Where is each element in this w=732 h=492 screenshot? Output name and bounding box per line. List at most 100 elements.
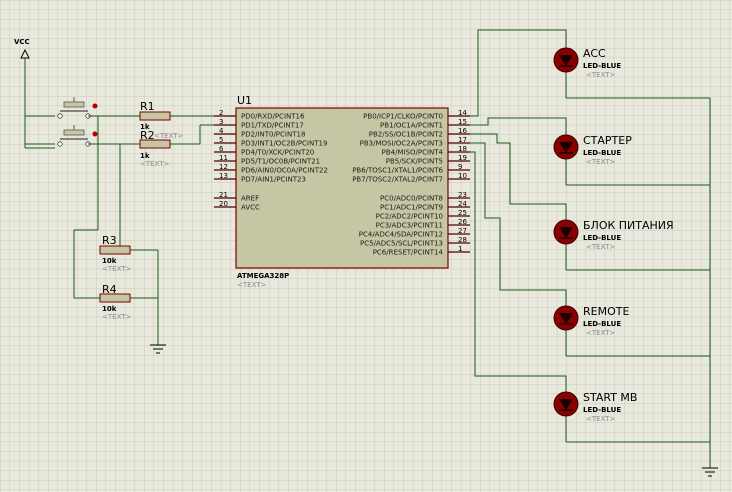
mcu-pin-number: 17 — [458, 136, 467, 144]
mcu-ref: U1 — [237, 94, 252, 107]
mcu-pin-number: 21 — [219, 191, 228, 199]
ground-symbol-left — [150, 344, 166, 354]
r3-ref: R3 — [102, 234, 117, 247]
resistor-r3[interactable]: R3 10k <TEXT> — [99, 234, 158, 273]
mcu-pin-name: PB1/OC1A/PCINT1 — [380, 122, 443, 130]
ground-symbol-right — [702, 467, 718, 477]
led-text: <TEXT> — [586, 243, 616, 251]
led-1[interactable]: ACC LED-BLUE<TEXT> — [553, 44, 710, 99]
led-diode-icon — [559, 399, 573, 410]
resistor-r4[interactable]: R4 10k <TEXT> — [99, 283, 158, 321]
r2-value: 1k — [140, 152, 150, 160]
led-diode-icon — [559, 313, 573, 324]
mcu-pin-name: PD4/T0/XCK/PCINT20 — [241, 149, 314, 157]
led-group: ACCLED-BLUE<TEXT>СТАРТЕРLED-BLUE<TEXT>БЛ… — [553, 44, 710, 443]
led-name: REMOTE — [583, 305, 629, 318]
mcu-pin-number: 25 — [458, 209, 467, 217]
mcu-pin-name: PD3/INT1/OC2B/PCINT19 — [241, 140, 327, 148]
mcu-pin-number: 6 — [219, 145, 224, 153]
mcu-pin-number: 4 — [219, 127, 224, 135]
mcu-pin-name: PB5/SCK/PCINT5 — [386, 158, 443, 166]
mcu-pin-number: 14 — [458, 109, 467, 117]
led-diode-icon — [559, 55, 573, 66]
led-text: <TEXT> — [586, 158, 616, 166]
mcu-pin-name: PC2/ADC2/PCINT10 — [376, 213, 443, 221]
mcu-text: <TEXT> — [237, 281, 267, 289]
mcu-pin-name: PD6/AIN0/OC0A/PCINT22 — [241, 167, 328, 175]
mcu-pin-name: PC3/ADC3/PCINT11 — [376, 222, 443, 230]
r1-text: <TEXT> — [154, 132, 184, 140]
mcu-pin-number: 3 — [219, 118, 223, 126]
mcu-pin-number: 18 — [458, 145, 467, 153]
r1-ref: R1 — [140, 100, 155, 113]
mcu-pin-name: PD5/T1/OC0B/PCINT21 — [241, 158, 320, 166]
led-text: <TEXT> — [586, 329, 616, 337]
mcu-pin-number: 26 — [458, 218, 467, 226]
led-4[interactable]: REMOTE LED-BLUE<TEXT> — [553, 302, 710, 357]
led-3[interactable]: БЛОК ПИТАНИЯ LED-BLUE<TEXT> — [553, 216, 710, 271]
led-type: LED-BLUE — [583, 234, 621, 242]
led-text: <TEXT> — [586, 415, 616, 423]
mcu-pin-name: AVCC — [241, 204, 260, 212]
pushbutton-1[interactable] — [25, 97, 140, 119]
mcu-pin-number: 10 — [458, 172, 467, 180]
led-name: ACC — [583, 47, 606, 60]
mcu-pin-name: PD2/INT0/PCINT18 — [241, 131, 305, 139]
r3-value: 10k — [102, 257, 117, 265]
led-diode-icon — [559, 142, 573, 153]
mcu-pin-number: 5 — [219, 136, 223, 144]
mcu-pin-number: 27 — [458, 227, 467, 235]
mcu-pin-number: 13 — [219, 172, 228, 180]
mcu-pin-number: 16 — [458, 127, 467, 135]
vcc-terminal[interactable]: VCC — [14, 38, 30, 148]
r2-ref: R2 — [140, 129, 155, 142]
mcu-pin-name: PB6/TOSC1/XTAL1/PCINT6 — [352, 167, 443, 175]
mcu-pin-name: PB0/ICP1/CLKO/PCINT0 — [363, 113, 443, 121]
r1-value: 1k — [140, 123, 150, 131]
led-5[interactable]: START MB LED-BLUE<TEXT> — [553, 388, 710, 443]
mcu-pin-number: 20 — [219, 200, 228, 208]
mcu-pin-name: PC5/ADC5/SCL/PCINT13 — [360, 240, 443, 248]
mcu-pin-number: 19 — [458, 154, 467, 162]
mcu-pin-number: 9 — [458, 163, 462, 171]
mcu-pin-number: 23 — [458, 191, 467, 199]
led-diode-icon — [559, 227, 573, 238]
led-type: LED-BLUE — [583, 406, 621, 414]
r2-text: <TEXT> — [140, 160, 170, 168]
mcu-pin-number: 15 — [458, 118, 467, 126]
led-2[interactable]: СТАРТЕР LED-BLUE<TEXT> — [553, 131, 710, 186]
led-wires — [470, 29, 567, 390]
mcu-pin-number: 2 — [219, 109, 223, 117]
mcu-pin-name: PB4/MISO/PCINT4 — [382, 149, 444, 157]
led-text: <TEXT> — [586, 71, 616, 79]
mcu-pin-name: PC0/ADC0/PCINT8 — [380, 195, 443, 203]
led-type: LED-BLUE — [583, 149, 621, 157]
mcu-pin-name: PD1/TXD/PCINT17 — [241, 122, 304, 130]
led-type: LED-BLUE — [583, 62, 621, 70]
mcu-pin-name: PC4/ADC4/SDA/PCINT12 — [359, 231, 443, 239]
r3-text: <TEXT> — [102, 265, 132, 273]
mcu-pin-name: PC6/RESET/PCINT14 — [373, 249, 444, 257]
led-name: СТАРТЕР — [583, 134, 632, 147]
mcu-pin-number: 28 — [458, 236, 467, 244]
led-type: LED-BLUE — [583, 320, 621, 328]
mcu-pin-name: PD7/AIN1/PCINT23 — [241, 176, 306, 184]
led-name: START MB — [583, 391, 637, 404]
mcu-pin-name: PB2/SS/OC1B/PCINT2 — [369, 131, 443, 139]
mcu-pin-number: 24 — [458, 200, 467, 208]
mcu-pin-name: AREF — [241, 195, 259, 203]
mcu-pin-number: 12 — [219, 163, 228, 171]
mcu-pin-name: PC1/ADC1/PCINT9 — [380, 204, 443, 212]
mcu-pin-name: PD0/RXD/PCINT16 — [241, 113, 305, 121]
led-name: БЛОК ПИТАНИЯ — [583, 219, 674, 232]
pushbutton-2[interactable] — [25, 125, 140, 147]
r4-text: <TEXT> — [102, 313, 132, 321]
mcu-part: ATMEGA328P — [237, 272, 289, 280]
vcc-label: VCC — [14, 38, 30, 46]
mcu-pin-number: 1 — [458, 245, 462, 253]
r4-ref: R4 — [102, 283, 117, 296]
